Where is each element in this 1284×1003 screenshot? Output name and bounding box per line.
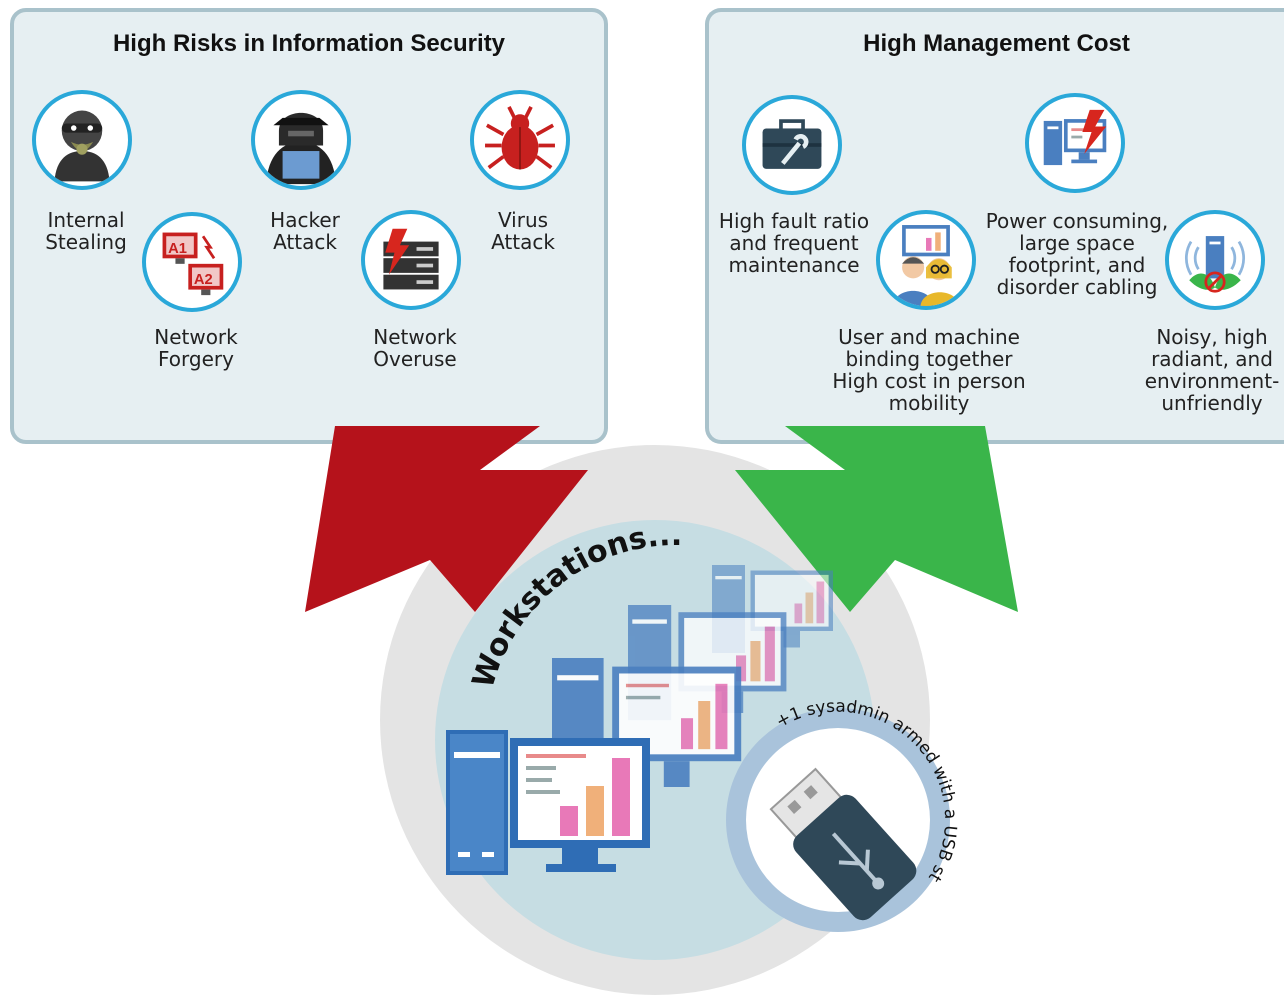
usb-stick-icon [769, 767, 917, 921]
users-computer-icon [876, 210, 976, 310]
network-forgery-label: Network Forgery [154, 325, 238, 371]
toolbox-icon [742, 95, 842, 195]
security-risks-panel: High Risks in Information Security [10, 8, 608, 444]
forged-computers-icon: A1 A2 [142, 212, 242, 312]
svg-text:A2: A2 [194, 272, 213, 288]
internal-stealing-label: Internal Stealing [45, 208, 127, 254]
workstation [446, 730, 650, 875]
power-computer-icon [1025, 93, 1125, 193]
svg-text:A1: A1 [168, 241, 187, 257]
noisy-pc-icon [1165, 210, 1265, 310]
virus-bug-icon [470, 90, 570, 190]
workstation-row [446, 565, 833, 875]
hacker-icon [251, 90, 351, 190]
power-consuming-label: Power consuming, large space footprint, … [985, 209, 1169, 299]
virus-attack-label: Virus Attack [491, 208, 555, 254]
noisy-label: Noisy, high radiant, and environment- un… [1144, 325, 1280, 415]
masked-thief-icon [32, 90, 132, 190]
management-cost-title: High Management Cost [863, 30, 1130, 57]
green-arrow [735, 426, 1018, 612]
overloaded-server-icon [361, 210, 461, 310]
fault-ratio-label: High fault ratio and frequent maintenanc… [718, 209, 870, 277]
hacker-attack-label: Hacker Attack [270, 208, 340, 254]
security-risks-title: High Risks in Information Security [112, 30, 506, 57]
network-overuse-label: Network Overuse [373, 325, 457, 371]
red-arrow [305, 426, 588, 612]
user-binding-label: User and machine binding together High c… [832, 325, 1026, 415]
